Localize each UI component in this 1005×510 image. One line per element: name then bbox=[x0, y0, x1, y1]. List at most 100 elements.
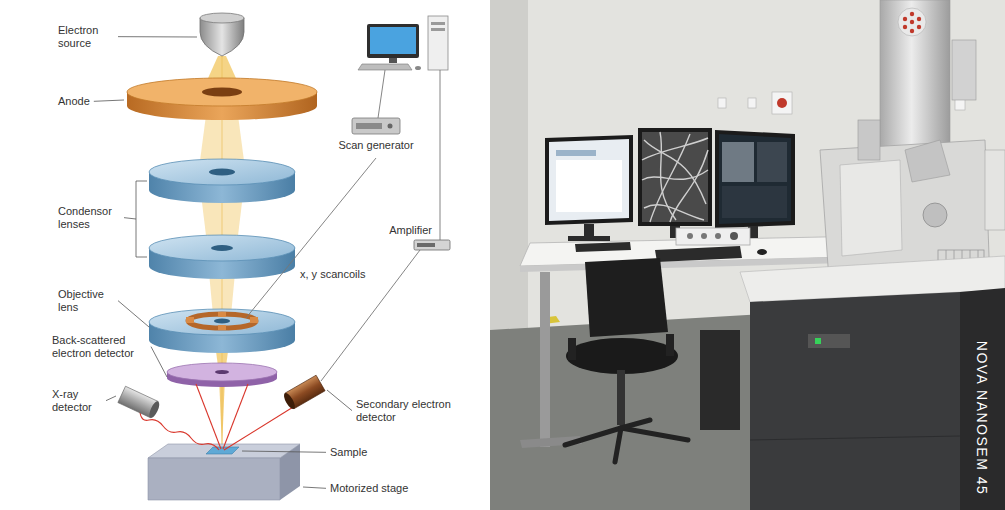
sem-instrument bbox=[815, 338, 821, 344]
objective-lens bbox=[250, 317, 258, 323]
emission-rays bbox=[223, 384, 248, 449]
part-label: Anode bbox=[58, 95, 90, 108]
sem-instrument bbox=[740, 0, 1005, 510]
computer-icon bbox=[389, 58, 397, 63]
sem-instrument bbox=[750, 292, 960, 510]
office-chair bbox=[565, 258, 688, 462]
sem-instrument bbox=[750, 436, 960, 440]
leader-line bbox=[327, 390, 352, 411]
office-chair bbox=[566, 338, 678, 374]
lab-photo bbox=[748, 98, 756, 108]
leader-line bbox=[124, 218, 136, 219]
monitor bbox=[722, 142, 754, 182]
xray-detector bbox=[147, 400, 161, 419]
part-label: X-ray detector bbox=[52, 388, 102, 413]
backscatter-detector bbox=[215, 370, 229, 374]
office-chair bbox=[585, 258, 668, 337]
lab-photo bbox=[730, 232, 738, 240]
lab-photo bbox=[490, 0, 1005, 510]
sem-schematic bbox=[118, 13, 450, 500]
office-chair bbox=[621, 428, 688, 440]
lab-photo bbox=[687, 233, 693, 239]
office-chair bbox=[565, 428, 621, 445]
lab-photo bbox=[490, 0, 1005, 510]
part-label: Scan generator bbox=[338, 139, 413, 152]
monitor bbox=[556, 150, 596, 156]
sem-instrument bbox=[903, 12, 921, 33]
sem-image bbox=[660, 132, 676, 220]
objective-lens bbox=[149, 309, 295, 353]
desk bbox=[700, 330, 740, 430]
part-label: Condensor lenses bbox=[58, 205, 120, 230]
control-panel bbox=[676, 228, 750, 245]
monitor bbox=[715, 130, 795, 238]
signal-wire bbox=[246, 158, 376, 318]
amplifier bbox=[417, 243, 435, 247]
sem-instrument bbox=[985, 150, 1005, 230]
objective-lens bbox=[214, 319, 230, 324]
part-label: Electron source bbox=[58, 24, 114, 49]
scan-generator bbox=[352, 118, 400, 134]
part-label: Amplifier bbox=[389, 224, 432, 237]
monitor bbox=[719, 134, 791, 224]
scan-generator bbox=[388, 124, 393, 129]
scan-generator bbox=[352, 118, 400, 134]
condensor-lens bbox=[149, 159, 295, 203]
part-label: Secondary electron detector bbox=[356, 398, 451, 423]
sem-image bbox=[642, 132, 708, 222]
office-chair bbox=[617, 370, 625, 425]
computer-icon bbox=[428, 16, 448, 70]
brand-text: NOVA NANOSEM 45 bbox=[974, 341, 990, 496]
monitor bbox=[545, 135, 633, 225]
amplifier bbox=[414, 240, 450, 250]
lab-photo bbox=[718, 98, 726, 108]
backscatter-detector bbox=[167, 363, 277, 387]
computer-icon bbox=[358, 64, 412, 70]
sem-image bbox=[644, 140, 706, 204]
monitor bbox=[757, 142, 787, 182]
lab-photo bbox=[757, 249, 767, 255]
computer-icon bbox=[431, 22, 445, 25]
monitor bbox=[638, 128, 712, 238]
monitor bbox=[545, 135, 633, 241]
part-label: Objective lens bbox=[58, 288, 114, 313]
sem-instrument bbox=[903, 17, 907, 21]
signal-wire bbox=[378, 70, 385, 118]
monitor bbox=[556, 160, 622, 212]
part-label: Back-scattered electron detector bbox=[52, 334, 147, 359]
monitor bbox=[584, 224, 594, 238]
motorized-stage bbox=[148, 444, 300, 500]
part-label: Sample bbox=[330, 446, 367, 459]
lab-photo bbox=[715, 233, 721, 239]
monitor bbox=[642, 132, 708, 222]
backscatter-detector bbox=[167, 363, 277, 381]
signal-wire bbox=[246, 70, 440, 381]
office-chair bbox=[565, 420, 688, 462]
leader-line bbox=[151, 347, 167, 377]
objective-lens bbox=[186, 317, 194, 323]
sem-instrument bbox=[910, 29, 914, 33]
leader-line bbox=[94, 100, 124, 101]
secondary-detector bbox=[282, 391, 297, 410]
motorized-stage bbox=[148, 458, 280, 500]
electron-source bbox=[200, 13, 244, 56]
signal-wire bbox=[440, 70, 441, 240]
sem-instrument bbox=[910, 12, 914, 16]
leader-line bbox=[106, 396, 116, 401]
part-label: x, y scancoils bbox=[300, 268, 365, 281]
emission-rays bbox=[224, 404, 298, 450]
condensor-lens bbox=[211, 245, 233, 251]
sem-instrument bbox=[923, 203, 947, 227]
sem-instrument bbox=[952, 40, 976, 100]
condensor-lens bbox=[149, 235, 295, 279]
amplifier bbox=[414, 240, 450, 250]
emission-rays bbox=[140, 384, 298, 450]
monitor bbox=[638, 128, 712, 226]
emission-rays bbox=[196, 384, 221, 449]
office-chair bbox=[621, 420, 650, 428]
computer-icon bbox=[370, 27, 416, 54]
sem-image bbox=[670, 150, 708, 222]
sem-instrument bbox=[880, 0, 950, 150]
leader-line bbox=[303, 487, 326, 488]
